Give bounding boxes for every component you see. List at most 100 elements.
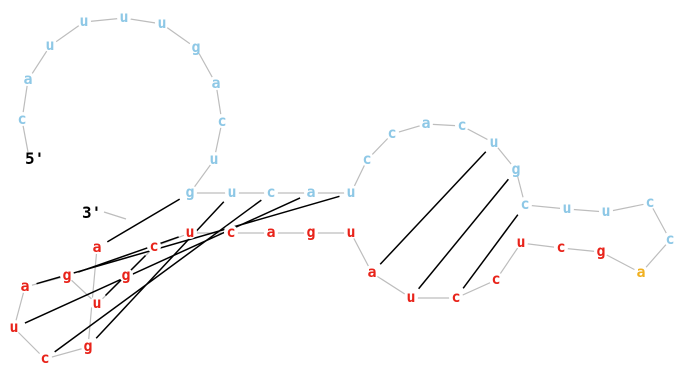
base-pair-bond	[78, 236, 179, 273]
nucleotide: a	[367, 263, 376, 281]
nucleotide: c	[217, 112, 226, 130]
nucleotide: c	[451, 288, 460, 306]
nucleotide: u	[92, 294, 101, 312]
nucleotide-halo	[365, 265, 379, 279]
backbone-line	[13, 17, 671, 360]
nucleotide-halo	[594, 244, 608, 258]
nucleotide-halo	[518, 197, 532, 211]
nucleotide-halo	[183, 185, 197, 199]
nucleotide: a	[211, 74, 220, 92]
nucleotide-halo	[449, 290, 463, 304]
nucleotide: g	[83, 337, 92, 355]
nucleotide: a	[421, 114, 430, 132]
base-pair-bond	[462, 214, 519, 289]
nucleotide-halo	[207, 152, 221, 166]
nucleotide: u	[227, 183, 236, 201]
nucleotide-halo	[60, 268, 74, 282]
nucleotide-halo	[643, 195, 657, 209]
nucleotide-halo	[155, 16, 169, 30]
nucleotide-halo	[487, 135, 501, 149]
nucleotide: c	[556, 238, 565, 256]
nucleotide-halo	[419, 116, 433, 130]
nucleotide-halo	[634, 265, 648, 279]
nucleotide-halo	[7, 320, 21, 334]
nucleotide-halo	[90, 296, 104, 310]
nucleotide-halo	[15, 112, 29, 126]
nucleotide-halo	[554, 240, 568, 254]
nucleotide: a	[636, 263, 645, 281]
nucleotide-halo	[90, 240, 104, 254]
nucleotide: c	[362, 150, 371, 168]
nucleotide-halo	[117, 10, 131, 24]
nucleotide: a	[266, 223, 275, 241]
nucleotide: a	[306, 183, 315, 201]
nucleotide-halo	[509, 162, 523, 176]
backbone-layer	[13, 17, 671, 360]
nucleotide: c	[665, 230, 674, 248]
three-prime-tail	[103, 211, 127, 220]
nucleotide: u	[209, 150, 218, 168]
nucleotide-halo	[344, 225, 358, 239]
nucleotide-halo	[304, 225, 318, 239]
nucleotide: c	[149, 237, 158, 255]
nucleotide: u	[9, 318, 18, 336]
nucleotide: u	[119, 8, 128, 26]
nucleotide: c	[40, 349, 49, 367]
nucleotide-halo	[189, 40, 203, 54]
nucleotide-halo	[119, 268, 133, 282]
nucleotide: u	[601, 202, 610, 220]
nucleotide-halo	[183, 225, 197, 239]
base-pair-bond	[106, 198, 181, 243]
nucleotide-halo	[560, 201, 574, 215]
nucleotide-halo	[264, 225, 278, 239]
nucleotide: c	[645, 193, 654, 211]
nucleotide-halo	[209, 76, 223, 90]
nucleotide: u	[346, 223, 355, 241]
nucleotide: u	[562, 199, 571, 217]
nucleotide: u	[406, 288, 415, 306]
nucleotide-halo	[81, 339, 95, 353]
nucleotide-halo	[663, 232, 674, 246]
nucleotide: u	[346, 183, 355, 201]
nucleotide: c	[387, 124, 396, 142]
nucleotide: u	[489, 133, 498, 151]
nucleotide: a	[23, 70, 32, 88]
nucleotide: c	[226, 223, 235, 241]
nucleotide: g	[121, 266, 130, 284]
nucleotide-halo	[385, 126, 399, 140]
nucleotide: g	[191, 38, 200, 56]
nucleotide-halo	[43, 38, 57, 52]
nucleotide: g	[185, 183, 194, 201]
nucleotide: g	[306, 223, 315, 241]
nucleotide-halo	[599, 204, 613, 218]
nucleotide-halo	[304, 185, 318, 199]
nucleotide-halo	[215, 114, 229, 128]
nucleotide: u	[157, 14, 166, 32]
nucleotide: u	[185, 223, 194, 241]
nucleotide: u	[45, 36, 54, 54]
nucleotide: g	[62, 266, 71, 284]
nucleotide: g	[511, 160, 520, 178]
nucleotide: c	[266, 183, 275, 201]
nucleotide-halo	[38, 351, 52, 365]
base-pair-bond	[379, 151, 487, 265]
nucleotide: a	[92, 238, 101, 256]
nucleotide-halo	[224, 225, 238, 239]
nucleotide-halo	[404, 290, 418, 304]
base-pair-bond	[24, 197, 301, 324]
nucleotide-halo	[514, 235, 528, 249]
base-pair-bond	[95, 201, 225, 339]
nucleotide-halo	[344, 185, 358, 199]
nucleotide-halo	[21, 72, 35, 86]
nucleotide: c	[520, 195, 529, 213]
nucleotide-halo	[264, 185, 278, 199]
nucleotide: c	[491, 270, 500, 288]
nucleotide-halo	[147, 239, 161, 253]
nucleotide-halo	[360, 152, 374, 166]
nucleotide-halo	[225, 185, 239, 199]
nucleotide: c	[457, 116, 466, 134]
three-prime-label: 3'	[82, 203, 101, 222]
nucleotide: g	[596, 242, 605, 260]
